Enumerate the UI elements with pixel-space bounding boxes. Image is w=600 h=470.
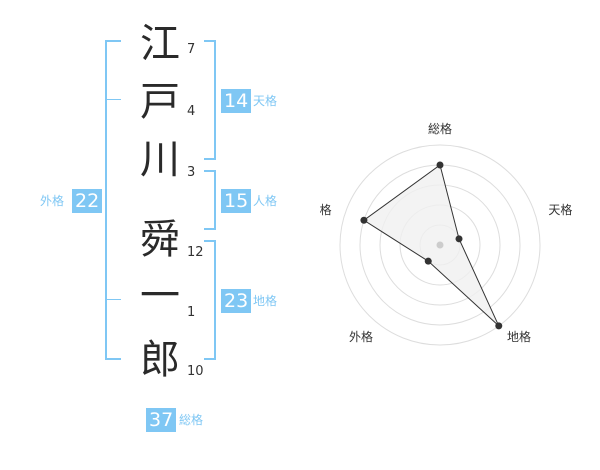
radar-point bbox=[495, 322, 503, 330]
tenkaku-value: 14 bbox=[221, 89, 252, 113]
name-char-3: 川 bbox=[140, 137, 180, 183]
radar-point bbox=[424, 257, 432, 265]
stroke-count-1: 7 bbox=[187, 42, 196, 57]
radar-axis-label: 人格 bbox=[320, 202, 332, 217]
stroke-count-2: 4 bbox=[187, 104, 196, 119]
jinkaku-label: 人格 bbox=[253, 194, 278, 208]
radar-axis-label: 天格 bbox=[548, 202, 572, 217]
tenkaku-label: 天格 bbox=[253, 94, 278, 108]
bracket-tick bbox=[107, 299, 121, 300]
bracket-tick bbox=[107, 99, 121, 100]
radar-point bbox=[455, 235, 463, 243]
stroke-count-3: 3 bbox=[187, 165, 196, 180]
radar-axis-label: 地格 bbox=[507, 329, 531, 344]
name-char-2: 戸 bbox=[140, 79, 180, 125]
radar-axis-label: 総格 bbox=[428, 121, 452, 136]
chikaku-label: 地格 bbox=[253, 294, 278, 308]
jinkaku-bracket bbox=[204, 170, 216, 230]
soukaku-value: 37 bbox=[146, 408, 177, 432]
radar-point bbox=[436, 161, 444, 169]
radar-ring bbox=[339, 144, 541, 346]
stroke-count-5: 1 bbox=[187, 305, 196, 320]
radar-polygon bbox=[363, 164, 500, 327]
name-char-5: 一 bbox=[140, 273, 180, 319]
radar-center-dot bbox=[436, 241, 444, 249]
name-char-1: 江 bbox=[140, 21, 180, 67]
gaikaku-label: 外格 bbox=[40, 194, 65, 208]
stroke-count-6: 10 bbox=[187, 364, 204, 379]
radar-point bbox=[360, 216, 368, 224]
stroke-count-4: 12 bbox=[187, 245, 204, 260]
chikaku-value: 23 bbox=[221, 289, 252, 313]
chikaku-bracket bbox=[204, 240, 216, 360]
jinkaku-value: 15 bbox=[221, 189, 252, 213]
tenkaku-bracket bbox=[204, 40, 216, 160]
soukaku-label: 総格 bbox=[179, 413, 204, 427]
name-char-6: 郎 bbox=[140, 337, 180, 383]
gaikaku-bracket bbox=[105, 40, 121, 360]
name-char-4: 舜 bbox=[140, 217, 180, 263]
gaikaku-value: 22 bbox=[72, 189, 103, 213]
radar-axis-label: 外格 bbox=[349, 329, 373, 344]
